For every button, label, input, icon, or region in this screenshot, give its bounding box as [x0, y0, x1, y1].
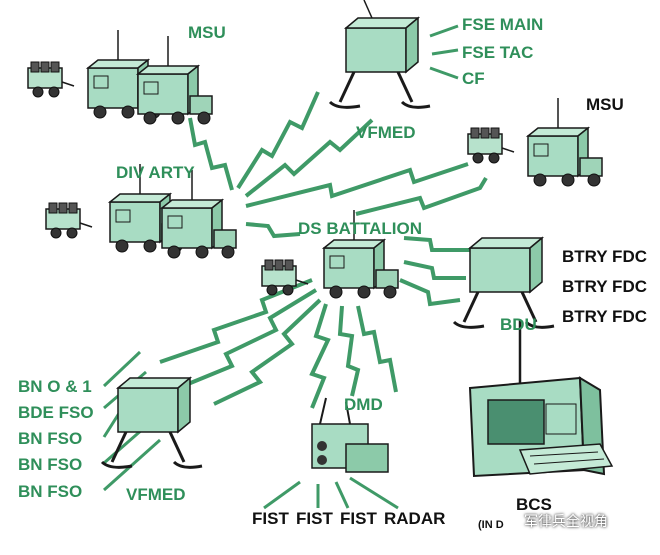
- label-fist-1: FIST: [252, 509, 289, 528]
- dmd-device: [311, 397, 389, 473]
- label-msu-right: MSU: [586, 95, 624, 114]
- link-btry-1: [403, 236, 470, 252]
- bcs-computer: [468, 376, 614, 478]
- label-msu-top: MSU: [188, 23, 226, 42]
- link-dmd-3: [356, 305, 398, 393]
- msu-top-vehicles: [27, 29, 213, 125]
- label-bdu: BDU: [500, 315, 537, 334]
- label-radar: RADAR: [384, 509, 445, 528]
- label-bcs-sub: (IN D: [478, 519, 504, 531]
- label-div-arty: DIV ARTY: [116, 163, 195, 182]
- link-btry-2: [403, 260, 466, 280]
- vfmed-bottom-shelter: [100, 376, 204, 469]
- label-fist-2: FIST: [296, 509, 333, 528]
- link-ds-battalion: [245, 222, 301, 239]
- vfmed-top-shelter: [328, 0, 432, 109]
- link-bn-2: [187, 288, 318, 386]
- label-ds-battalion: DS BATTALION: [298, 219, 422, 238]
- label-btry-fdc-1: BTRY FDC: [562, 247, 647, 266]
- label-bde-fso: BDE FSO: [18, 403, 94, 422]
- radio-links: [159, 91, 488, 409]
- link-dmd-1: [309, 303, 331, 409]
- link-msu-right: [245, 162, 469, 208]
- link-vfmed-top-1: [236, 91, 320, 190]
- label-bn-fso-1: BN FSO: [18, 429, 82, 448]
- label-btry-fdc-3: BTRY FDC: [562, 307, 647, 326]
- link-bn-3: [213, 298, 322, 406]
- label-btry-fdc-2: BTRY FDC: [562, 277, 647, 296]
- link-ds-msu-right: [355, 176, 488, 216]
- label-cf: CF: [462, 69, 485, 88]
- label-bn-fso-2: BN FSO: [18, 455, 82, 474]
- label-dmd: DMD: [344, 395, 383, 414]
- link-btry-3: [399, 278, 461, 307]
- msu-right-vehicles: [467, 97, 603, 187]
- label-vfmed-bottom: VFMED: [126, 485, 186, 504]
- label-fse-main: FSE MAIN: [462, 15, 543, 34]
- link-msu-top: [188, 117, 234, 191]
- link-bn-1: [159, 278, 313, 364]
- label-bn-o-1: BN O & 1: [18, 377, 92, 396]
- label-fse-tac: FSE TAC: [462, 43, 533, 62]
- label-fist-3: FIST: [340, 509, 377, 528]
- watermark: 军律兵全视角: [524, 514, 608, 530]
- label-bn-fso-3: BN FSO: [18, 482, 82, 501]
- link-dmd-2: [337, 305, 361, 397]
- link-vfmed-top-2: [244, 118, 374, 198]
- label-bcs: BCS: [516, 495, 552, 514]
- label-vfmed-top: VFMED: [356, 123, 416, 142]
